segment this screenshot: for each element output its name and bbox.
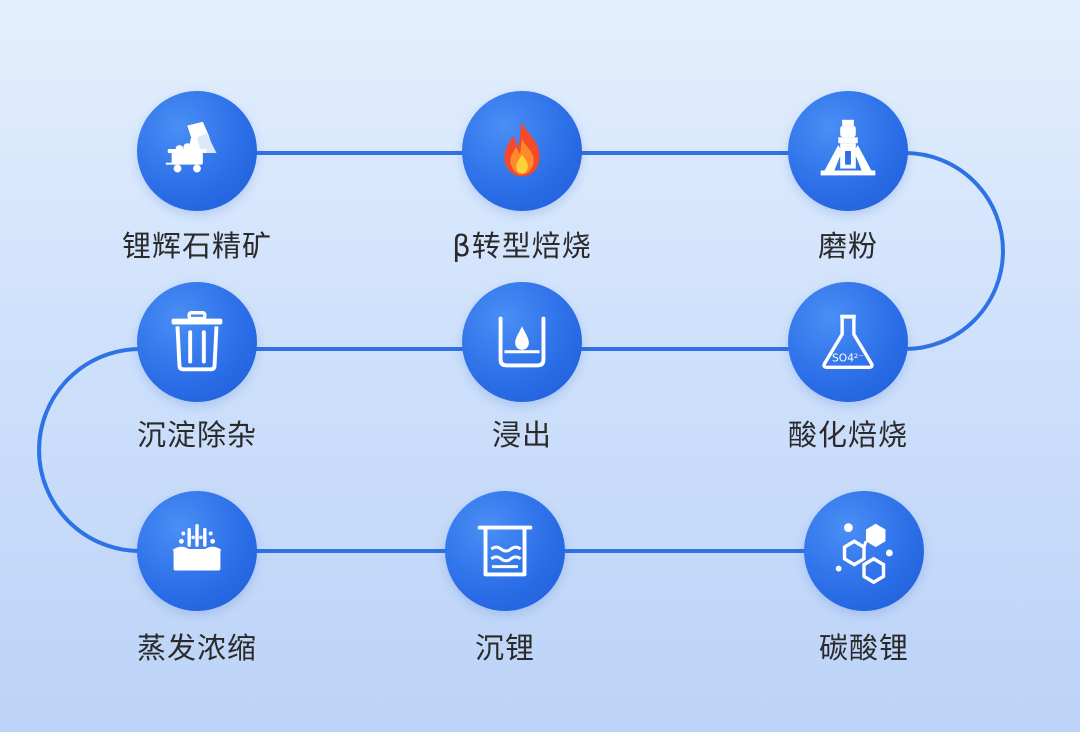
flame-icon — [504, 121, 540, 177]
settling-tank-icon — [477, 525, 533, 577]
step-7-label: 蒸发浓缩 — [136, 631, 257, 665]
step-8-label: 沉锂 — [474, 631, 535, 665]
step-6-circle — [137, 282, 257, 402]
step-5-label: 浸出 — [491, 418, 552, 452]
step-1-label: 锂辉石精矿 — [121, 229, 272, 263]
evaporation-tank-icon — [172, 523, 222, 571]
grinding-mill-icon — [820, 119, 876, 176]
step-6-label: 沉淀除杂 — [136, 418, 257, 452]
trash-bin-icon — [171, 311, 223, 372]
step-4-label: 酸化焙烧 — [787, 418, 908, 452]
flask-so4-icon: SO4²⁻ — [822, 314, 874, 370]
step-5-circle — [462, 282, 582, 402]
flow-line-row-2 — [37, 347, 848, 553]
flow-line-row-1 — [197, 151, 1005, 351]
step-9-label: 碳酸锂 — [818, 631, 909, 665]
step-4-circle: SO4²⁻ — [788, 282, 908, 402]
step-9-circle — [804, 491, 924, 611]
beaker-droplet-icon — [498, 316, 546, 368]
step-1-circle — [137, 91, 257, 211]
step-3-label: 磨粉 — [817, 229, 878, 263]
molecule-icon — [835, 523, 893, 585]
flask-label: SO4²⁻ — [832, 352, 864, 365]
step-8-circle — [445, 491, 565, 611]
step-2-circle — [462, 91, 582, 211]
ore-mine-cart-icon — [165, 121, 217, 173]
step-3-circle — [788, 91, 908, 211]
step-7-circle — [137, 491, 257, 611]
step-2-label: β转型焙烧 — [452, 229, 592, 263]
